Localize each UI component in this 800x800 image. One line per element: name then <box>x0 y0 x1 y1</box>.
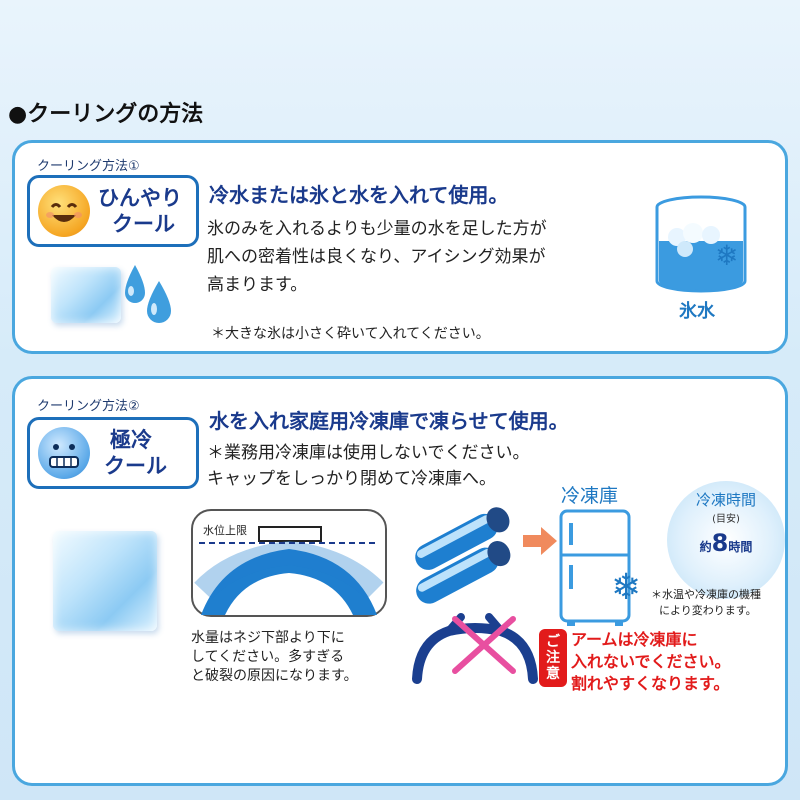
page-title: ●クーリングの方法 <box>8 102 204 127</box>
water-level-diagram: 水位上限 <box>191 509 387 617</box>
water-note-line3: と破裂の原因になります。 <box>191 668 358 684</box>
cup-caption: 氷水 <box>679 301 715 322</box>
method-2-body-line1: ＊業務用冷凍庫は使用しないでください。 <box>207 443 530 463</box>
freeze-time-circle: 冷凍時間 (目安) 約8時間 <box>667 481 785 599</box>
ice-water-cup-icon <box>655 195 747 293</box>
cooling-method-1-panel: クーリング方法① ひんやり クール 冷水または氷と水を入れて使用。 氷のみを入れ… <box>12 140 788 354</box>
method-1-body-line2: 肌への密着性は良くなり、アイシング効果が <box>207 247 546 267</box>
frozen-ice-cube-icon <box>53 531 157 631</box>
smiling-face-icon <box>38 185 90 237</box>
method-2-heading: 水を入れ家庭用冷凍庫で凍らせて使用。 <box>209 409 569 433</box>
water-level-label: 水位上限 <box>203 524 247 537</box>
water-drop-icon <box>125 265 171 323</box>
cold-face-icon <box>38 427 90 479</box>
method-1-label: クーリング方法① <box>37 159 140 174</box>
method-1-body-line1: 氷のみを入れるよりも少量の水を足した方が <box>207 219 547 239</box>
warning-line3: 割れやすくなります。 <box>571 674 730 693</box>
freezer-snowflake-icon: ❄ <box>611 567 642 608</box>
caution-badge: ご 注 意 <box>539 629 567 687</box>
method-2-body-line2: キャップをしっかり閉めて冷凍庫へ。 <box>207 469 496 489</box>
frozen-bottles-icon <box>415 507 511 604</box>
method-2-label: クーリング方法② <box>37 399 140 414</box>
snowflake-icon: ❄ <box>715 239 739 272</box>
method-1-note: ＊大きな氷は小さく砕いて入れてください。 <box>211 326 490 342</box>
warning-line1: アームは冷凍庫に <box>571 630 698 649</box>
cooling-method-2-panel: クーリング方法② 極冷 クール 水を入れ家庭用冷凍庫で凍らせて使用。 ＊業務用冷… <box>12 376 788 786</box>
freeze-time-sub: (目安) <box>712 514 740 525</box>
freezer-label: 冷凍庫 <box>561 485 619 507</box>
method-1-badge: ひんやり クール <box>27 175 199 247</box>
method-1-badge-line2: クール <box>112 212 175 236</box>
ice-cube-icon <box>51 267 121 323</box>
method-2-badge: 極冷 クール <box>27 417 199 489</box>
method-1-badge-line1: ひんやり <box>98 186 182 210</box>
freeze-note-line1: ＊水温や冷凍庫の機種 <box>651 588 761 601</box>
freezer-icon <box>559 509 631 626</box>
method-1-heading: 冷水または氷と水を入れて使用。 <box>209 183 509 207</box>
freeze-time-value: 約8時間 <box>699 529 753 557</box>
freeze-note-line2: により変わります。 <box>659 604 757 617</box>
method-2-badge-line2: クール <box>104 454 167 478</box>
method-1-body-line3: 高まります。 <box>207 275 308 295</box>
cross-mark-icon <box>452 616 516 674</box>
warning-line2: 入れないでください。 <box>571 652 731 671</box>
water-note-line1: 水量はネジ下部より下に <box>191 630 345 646</box>
water-note-line2: してください。多すぎる <box>191 649 345 665</box>
freeze-time-title: 冷凍時間 <box>695 491 756 509</box>
method-2-badge-line1: 極冷 <box>110 428 152 452</box>
arrow-right-icon <box>523 527 557 555</box>
